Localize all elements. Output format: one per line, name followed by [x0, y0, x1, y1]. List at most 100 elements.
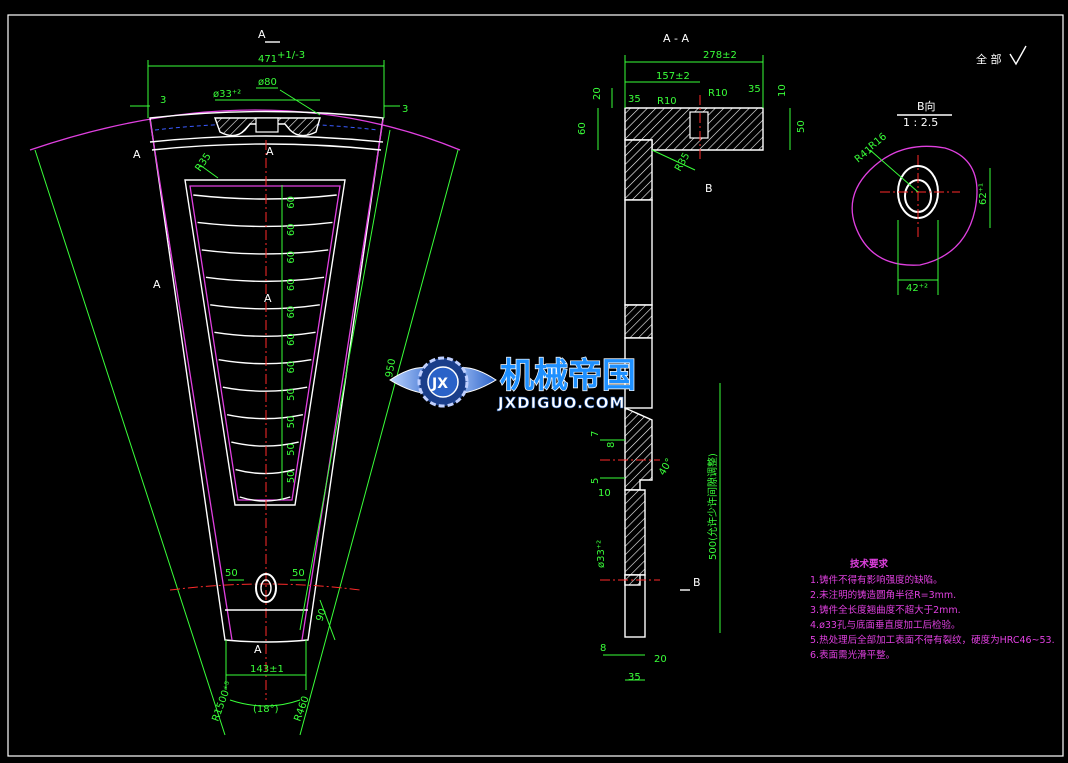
dim-950: 950 [384, 358, 398, 379]
section-view: A - A 278±2 157±2 35 R10 R10 [577, 32, 807, 683]
note-4: 4.ø33孔与底面垂直度加工后检验。 [810, 619, 960, 631]
inner-opening-edge [189, 185, 341, 501]
angle-arc [229, 699, 301, 707]
rib-spacing-label: 60 [286, 333, 297, 346]
rib-spacing-label: 60 [286, 196, 297, 209]
dim-phi80: ø80 [258, 77, 277, 88]
fan-right-line [299, 149, 459, 736]
dim-50-right: 50 [292, 568, 305, 579]
gear-hub-icon [427, 366, 459, 398]
dim-20b: 20 [654, 654, 667, 665]
center-label: A [264, 292, 272, 305]
fan-left-line [34, 149, 226, 736]
hub-hole [255, 117, 279, 133]
rib [218, 359, 312, 365]
dim-r35: R35 [193, 151, 213, 173]
rib-group [193, 194, 337, 502]
dim-5: 5 [590, 478, 601, 484]
technical-notes: 技术要求 1.铸件不得有影响强度的缺陷。 2.未注明的铸造圆角半径R=3mm. … [810, 558, 1055, 661]
rib-spacing-label: 50 [286, 416, 297, 429]
leader [279, 89, 321, 116]
dim-angle: (18°) [253, 704, 279, 715]
dim-3-left: 3 [160, 95, 166, 106]
watermark-logo: JX 机械帝国 JXDIGUO.COM [389, 355, 637, 412]
dim-471: 471 [258, 54, 277, 65]
detail-scale: 1 : 2.5 [903, 116, 938, 129]
section-mark-bottom: A [254, 643, 262, 656]
dim-10a: 10 [777, 84, 788, 97]
dim-471-tol: +1/-3 [277, 50, 305, 61]
dim-r35: R35 [673, 151, 692, 174]
rib [201, 249, 329, 255]
rib-spacing-label: 50 [286, 471, 297, 484]
dim-phi33: ø33⁺² [213, 89, 241, 100]
dim-10b: 10 [598, 488, 611, 499]
note-6: 6.表面需光滑平整。 [810, 649, 895, 661]
dim-90 [319, 599, 336, 641]
rib-spacing-label: 60 [286, 306, 297, 319]
section-mark-inner-top: A [266, 145, 274, 158]
rib [205, 276, 325, 283]
web-section-top [624, 139, 653, 201]
dim-7: 7 [590, 431, 601, 437]
leader-r41 [869, 149, 919, 193]
inner-opening [184, 179, 346, 506]
dim-r10b: R10 [708, 88, 728, 99]
dim-157: 157±2 [656, 71, 690, 82]
dim-500: 500(允许少许间隙调整) [706, 453, 719, 560]
body-left-edge [149, 119, 233, 641]
web-section-bottom [624, 489, 646, 576]
dim-phi33: ø33⁺² [596, 540, 607, 568]
dim-line-950 [299, 129, 391, 631]
section-mark-left-mid: A [153, 278, 161, 291]
rib [235, 468, 295, 475]
rib [210, 304, 320, 310]
watermark-cn: 机械帝国 [500, 356, 636, 396]
web-body2 [624, 337, 653, 409]
dim-35a: 35 [628, 94, 641, 105]
emblem-text: JX [431, 376, 448, 392]
dim-143: 143±1 [250, 664, 284, 675]
dim-90: 90 [314, 607, 329, 623]
dim-20a: 20 [592, 87, 603, 100]
dim-50: 50 [796, 120, 807, 133]
section-mark-b-bottom: B [693, 576, 701, 589]
dim-35b: 35 [748, 84, 761, 95]
dim-8b: 8 [600, 643, 606, 654]
detail-b-view: B向 1 : 2.5 R16 R41 62⁺¹ 42⁺² 全 部 [851, 45, 1027, 295]
rib [214, 331, 316, 337]
top-inner-arc [149, 135, 384, 143]
rib [226, 413, 304, 420]
body-right-edge [301, 119, 384, 641]
roughness-symbol-icon [1009, 45, 1027, 66]
bottom-centerarc [169, 583, 361, 591]
leader-r35 [199, 164, 219, 179]
flange-hole [689, 111, 709, 139]
section-title: A - A [663, 32, 689, 45]
rib-spacing-label: 50 [286, 443, 297, 456]
bottom-hole [255, 573, 277, 603]
dim-r460: R460 [292, 695, 311, 723]
watermark-en: JXDIGUO.COM [497, 394, 625, 412]
dim-r10a: R10 [657, 96, 677, 107]
web-section-lower [624, 406, 653, 491]
detail-title: B向 [917, 99, 936, 113]
rib [197, 221, 333, 228]
rib [193, 194, 337, 200]
sheet-border [7, 14, 1064, 757]
dim-3-right: 3 [402, 104, 408, 115]
dim-50-left: 50 [225, 568, 238, 579]
dim-42: 42⁺² [906, 283, 928, 294]
section-mark-left-top: A [133, 148, 141, 161]
rib [222, 386, 308, 392]
rib-spacing-label: 60 [286, 251, 297, 264]
rib-spacing-label: 60 [286, 223, 297, 236]
section-mark-top: A [258, 28, 266, 41]
rib-spacing-label: 60 [286, 278, 297, 291]
web-section-mid [624, 304, 653, 339]
left-plan-view: A 471 +1/-3 ø33⁺² ø80 3 3 A A A A R35 60… [29, 28, 461, 736]
note-1: 1.铸件不得有影响强度的缺陷。 [810, 574, 943, 586]
top-hub-section [214, 117, 321, 137]
